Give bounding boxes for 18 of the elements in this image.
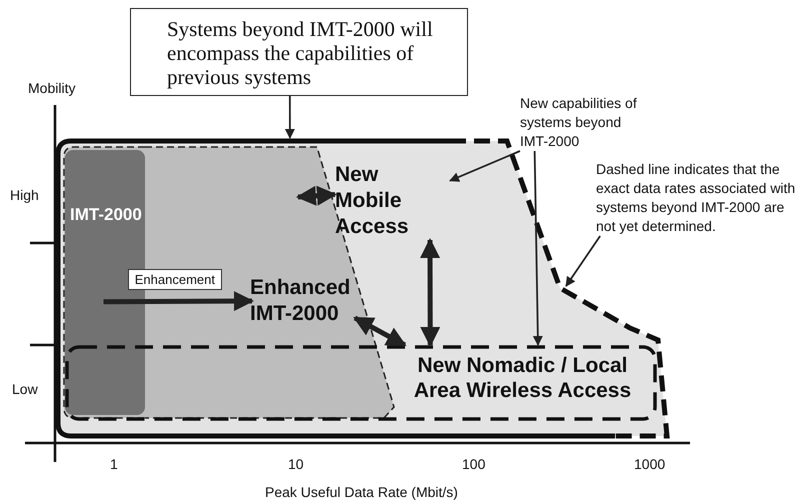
tick-label: 100	[462, 456, 486, 472]
axis-label: Low	[12, 381, 38, 397]
arrow	[449, 150, 520, 182]
region-label: IMT-2000	[70, 205, 142, 225]
double-arrow	[420, 238, 440, 347]
region-label: New Nomadic / Local Area Wireless Access	[412, 353, 632, 403]
arrow	[284, 96, 295, 139]
axis-label: Mobility	[28, 80, 76, 96]
axis-label: High	[10, 187, 39, 203]
axis-title: Peak Useful Data Rate (Mbit/s)	[265, 484, 458, 500]
tick-label: 10	[288, 456, 304, 472]
arrow	[565, 236, 601, 287]
note-box: Systems beyond IMT-2000 will encompass the capabilities of previous systems	[130, 8, 468, 96]
callout-text: Dashed line indicates that the exact data rates associated with systems beyond IMT-2000 are not yet determined.	[596, 160, 802, 236]
arrow	[532, 150, 543, 346]
tick-label: 1000	[634, 456, 666, 472]
tick-label: 1	[110, 456, 118, 472]
callout-text: New capabilities of systems beyond IMT-2000	[520, 94, 642, 151]
